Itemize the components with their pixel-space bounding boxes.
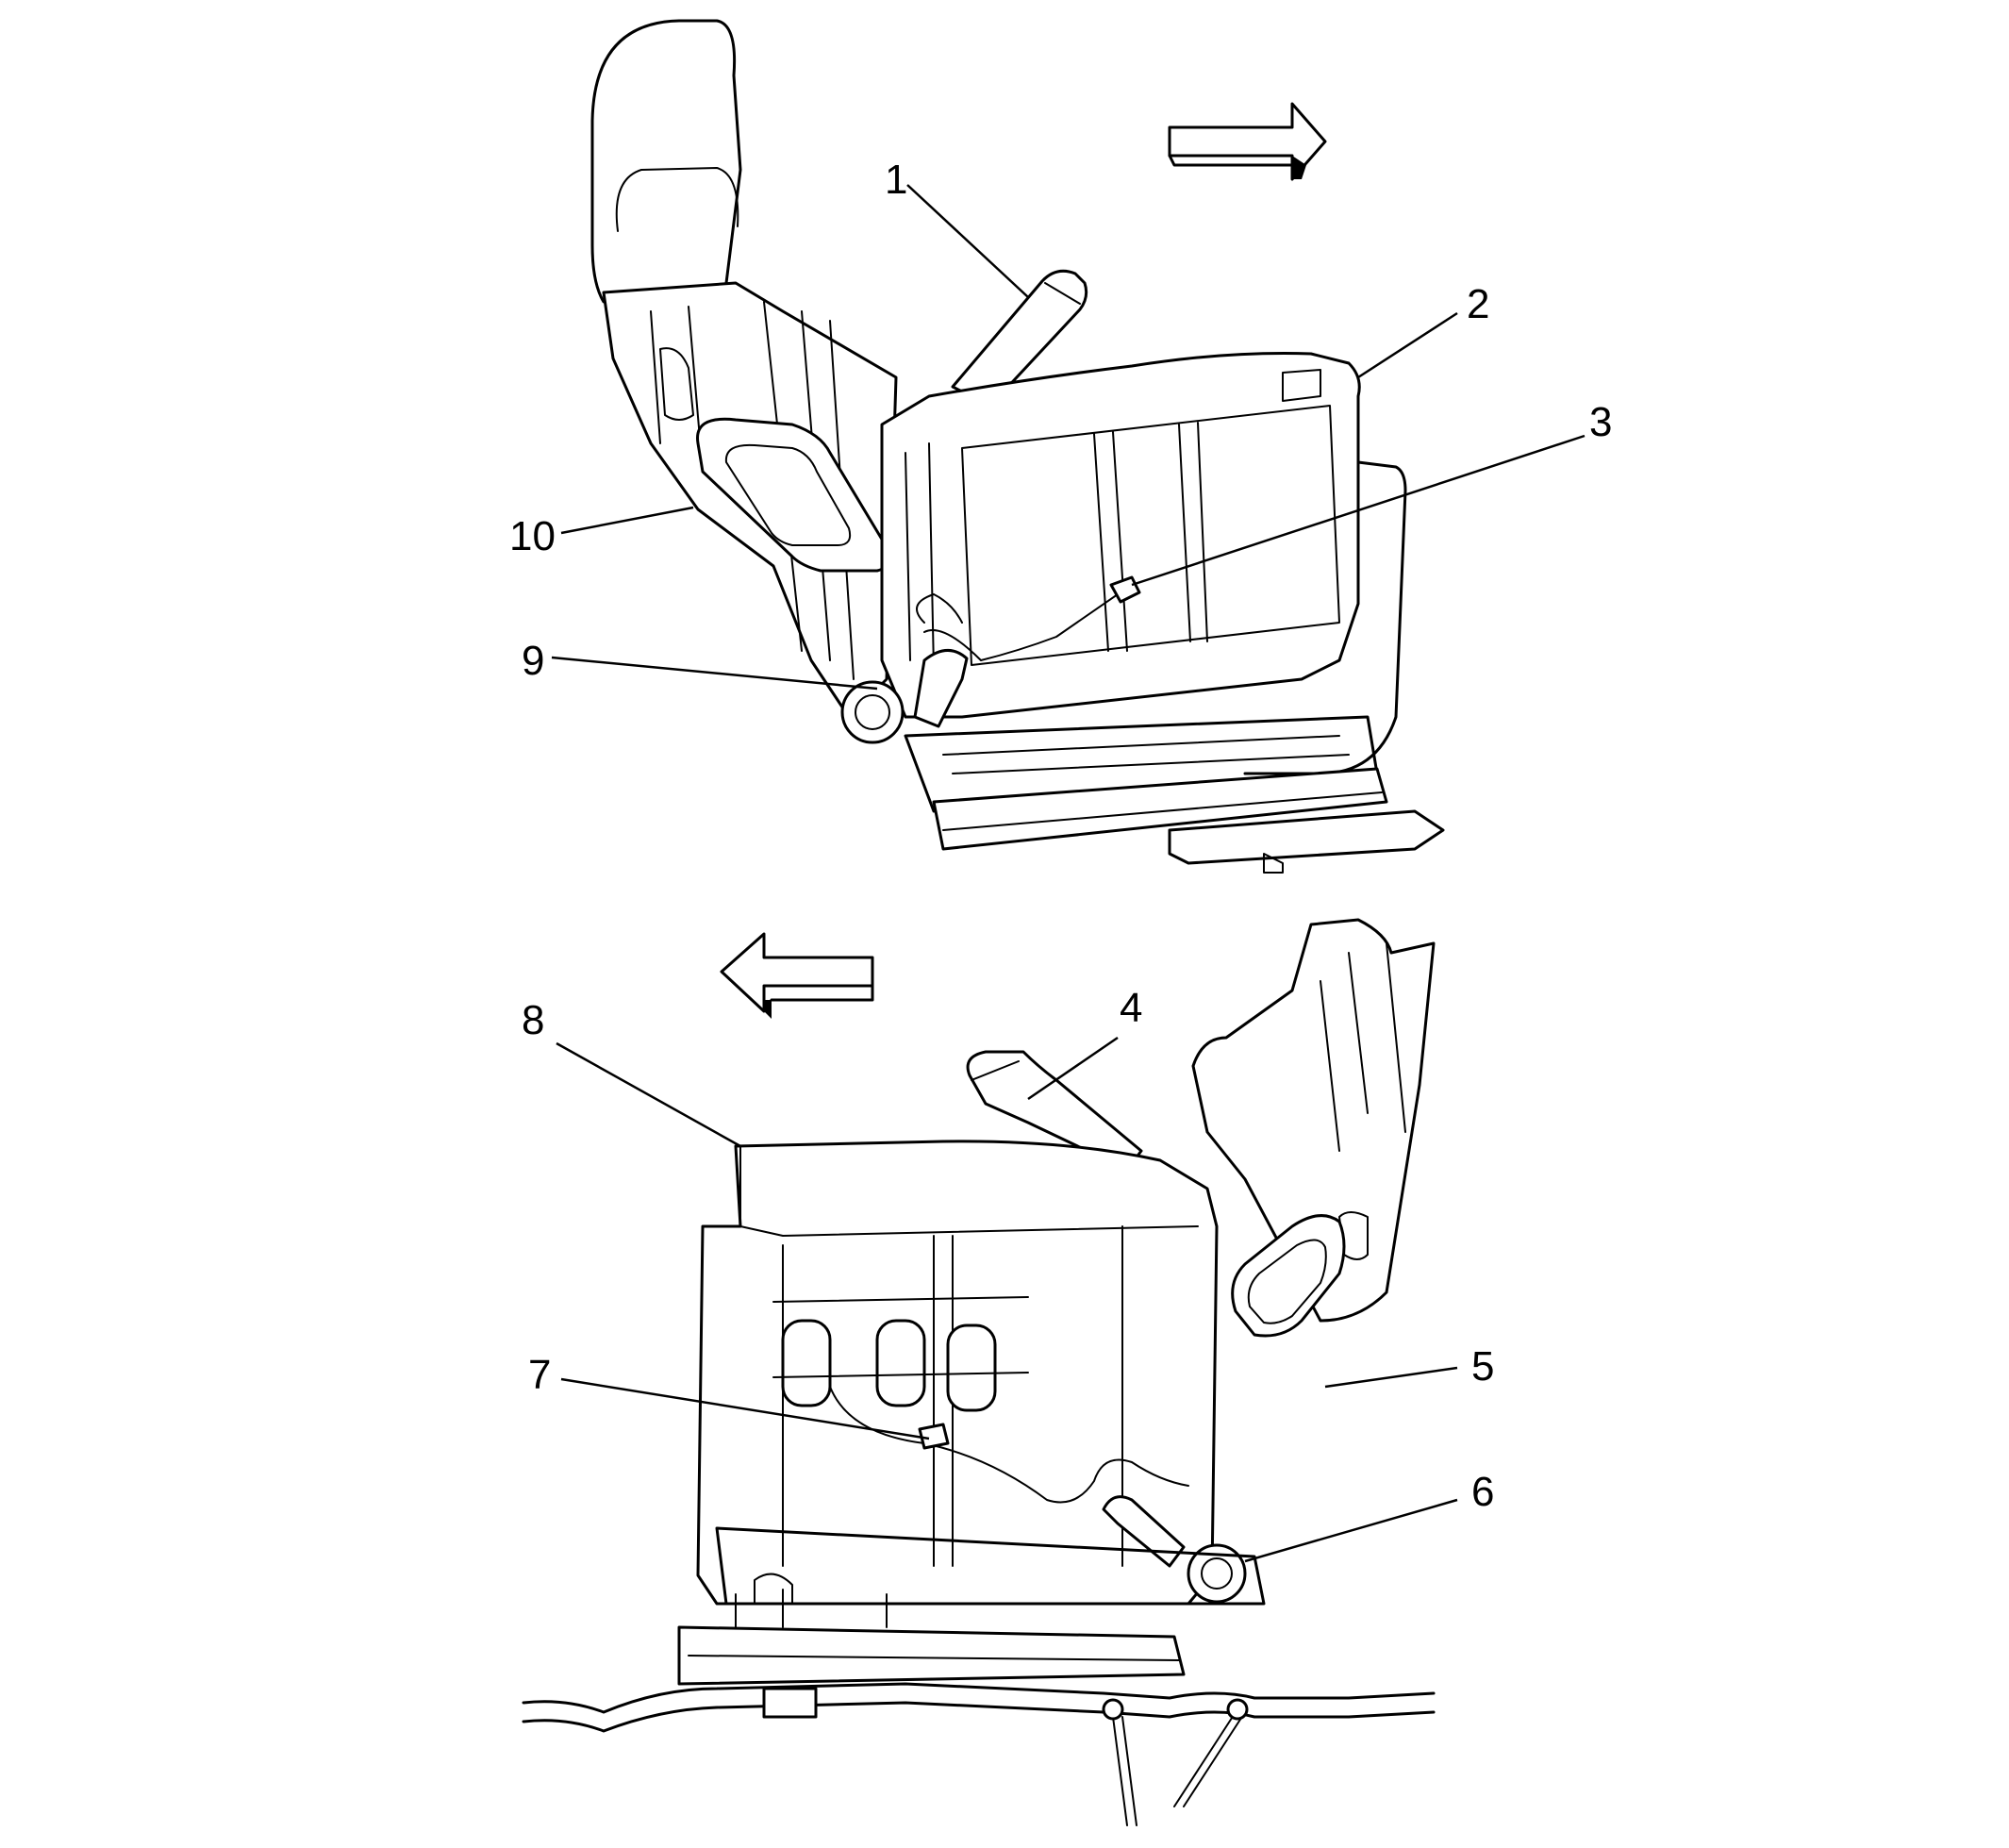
callout-labels: 1 2 3 10 9 8 4 5 7 6	[509, 157, 1612, 1515]
callout-2: 2	[1467, 281, 1489, 327]
bottom-connector-7	[918, 1423, 950, 1450]
callout-10: 10	[509, 513, 556, 559]
bottom-track	[677, 1625, 1186, 1686]
callout-1: 1	[885, 157, 907, 203]
callout-4: 4	[1120, 985, 1142, 1031]
direction-arrow-right	[1168, 102, 1327, 181]
callout-3: 3	[1589, 399, 1612, 445]
bottom-seat-back	[1191, 918, 1436, 1323]
bottom-floor-harness	[522, 1682, 1436, 1826]
leader-lines	[551, 184, 1586, 1563]
top-connector-3	[1109, 575, 1141, 604]
callout-7: 7	[528, 1352, 551, 1398]
top-headrest	[590, 19, 742, 306]
callout-9: 9	[522, 638, 544, 684]
direction-arrow-left	[720, 932, 874, 1019]
bottom-recliner-disc	[1187, 1543, 1247, 1604]
top-recliner-disc	[840, 680, 905, 744]
top-recliner-9	[913, 649, 969, 728]
callout-6: 6	[1471, 1469, 1494, 1515]
top-armrest-1	[951, 269, 1088, 408]
bottom-recliner-6	[1102, 1495, 1186, 1568]
bottom-motors	[772, 1296, 1029, 1412]
top-seat-assembly	[590, 19, 1445, 874]
callout-5: 5	[1471, 1343, 1494, 1390]
bottom-armrest-4	[966, 1050, 1143, 1172]
bottom-seat-assembly	[522, 918, 1436, 1826]
bottom-bolster-5	[1231, 1214, 1346, 1338]
top-track	[932, 767, 1388, 851]
callout-8: 8	[522, 997, 544, 1043]
